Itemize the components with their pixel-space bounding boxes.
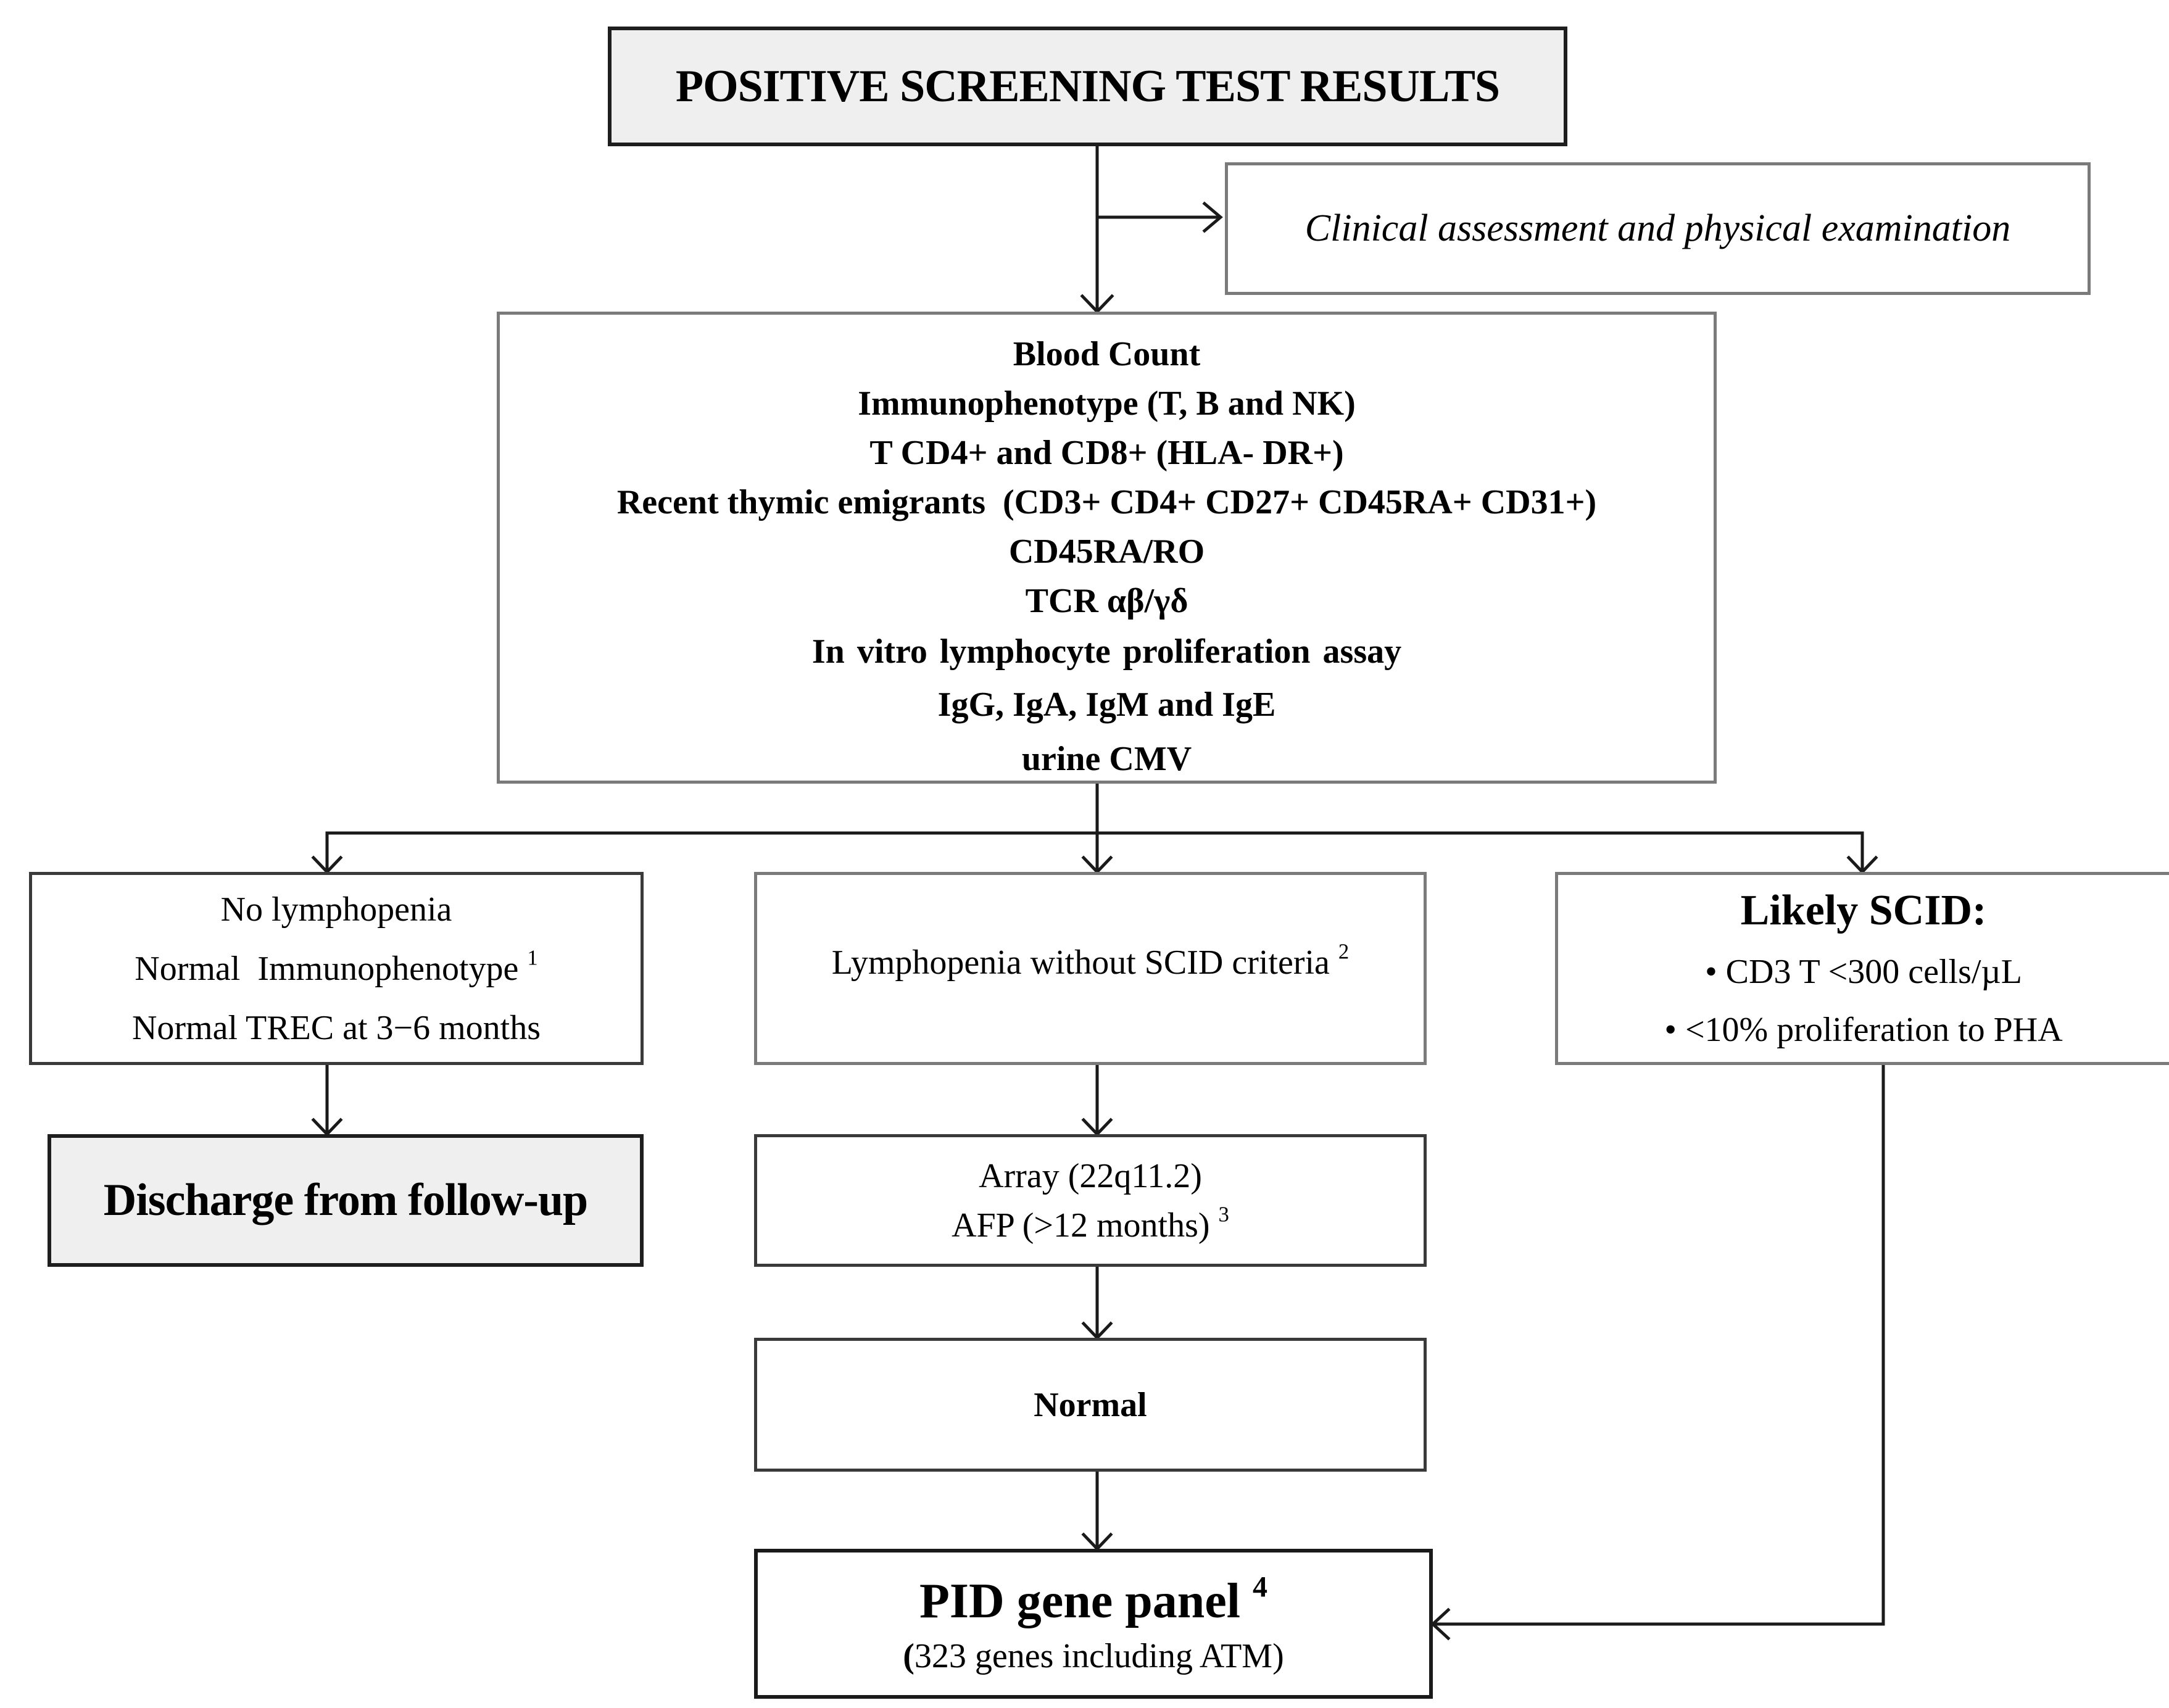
pid-gene-panel-title-line: PID gene panel 4 [919, 1569, 1267, 1633]
test-recent-thymic-emigrants: Recent thymic emigrants (CD3+ CD4+ CD27+… [616, 483, 1597, 521]
test-immunoglobulins: IgG, IgA, IgM and IgE [937, 686, 1276, 724]
array-afp-box: Array (22q11.2) AFP (>12 months) 3 [754, 1134, 1427, 1267]
pid-gene-panel-subtitle: (323 genes including ATM) [903, 1633, 1284, 1679]
footnote-3: 3 [1218, 1202, 1229, 1227]
lymphopenia-without-scid-text: Lymphopenia without SCID criteria [831, 943, 1330, 982]
footnote-2: 2 [1338, 939, 1350, 964]
test-immunophenotype: Immunophenotype (T, B and NK) [858, 384, 1356, 423]
clinical-assessment-box: Clinical assessment and physical examina… [1225, 162, 2091, 295]
lymphopenia-without-scid-line: Lymphopenia without SCID criteria 2 [831, 939, 1350, 982]
normal-immunophenotype-line: Normal Immunophenotype 1 [135, 939, 537, 998]
array-text: Array (22q11.2) [979, 1156, 1202, 1195]
normal-text: Normal [1034, 1385, 1147, 1424]
positive-screening-box: POSITIVE SCREENING TEST RESULTS [608, 27, 1567, 146]
pid-gene-panel-title: PID gene panel [919, 1573, 1240, 1628]
test-tcr: TCR αβ/γδ [1025, 582, 1188, 620]
no-lymphopenia-box: No lymphopenia Normal Immunophenotype 1 … [29, 872, 644, 1065]
test-blood-count: Blood Count [1013, 335, 1201, 373]
pid-subtitle-open-paren: ( [903, 1636, 914, 1675]
test-t-cd4-cd8: T CD4+ and CD8+ (HLA- DR+) [869, 434, 1344, 472]
clinical-assessment-text: Clinical assessment and physical examina… [1304, 207, 2011, 249]
normal-trec-text: Normal TREC at 3−6 months [131, 1008, 541, 1047]
normal-box: Normal [754, 1338, 1427, 1472]
scid-criterion-cd3: • CD3 T <300 cells/µL [1705, 952, 2022, 991]
footnote-1: 1 [527, 945, 538, 970]
pid-subtitle-text: 323 genes including ATM) [914, 1636, 1284, 1675]
normal-immunophenotype-text: Normal Immunophenotype [135, 949, 519, 988]
pid-gene-panel-box: PID gene panel 4 (323 genes including AT… [754, 1549, 1433, 1699]
test-proliferation-assay: In vitro lymphocyte proliferation assay [811, 632, 1402, 671]
no-lymphopenia-text: No lymphopenia [220, 890, 452, 929]
lymphopenia-without-scid-box: Lymphopenia without SCID criteria 2 [754, 872, 1427, 1065]
test-urine-cmv: urine CMV [1021, 740, 1192, 778]
discharge-text: Discharge from follow-up [103, 1175, 588, 1225]
diagnostic-tests-box: Blood Count Immunophenotype (T, B and NK… [497, 312, 1717, 784]
likely-scid-box: Likely SCID: • CD3 T <300 cells/µL • <10… [1555, 872, 2169, 1065]
discharge-box: Discharge from follow-up [48, 1134, 644, 1267]
afp-line: AFP (>12 months) 3 [952, 1201, 1229, 1250]
footnote-4: 4 [1253, 1570, 1267, 1603]
likely-scid-title: Likely SCID: [1740, 886, 1987, 934]
afp-text: AFP (>12 months) [952, 1206, 1210, 1245]
positive-screening-title: POSITIVE SCREENING TEST RESULTS [675, 60, 1500, 112]
test-cd45ra-ro: CD45RA/RO [1008, 533, 1205, 571]
scid-criterion-proliferation: • <10% proliferation to PHA [1664, 1010, 2063, 1049]
